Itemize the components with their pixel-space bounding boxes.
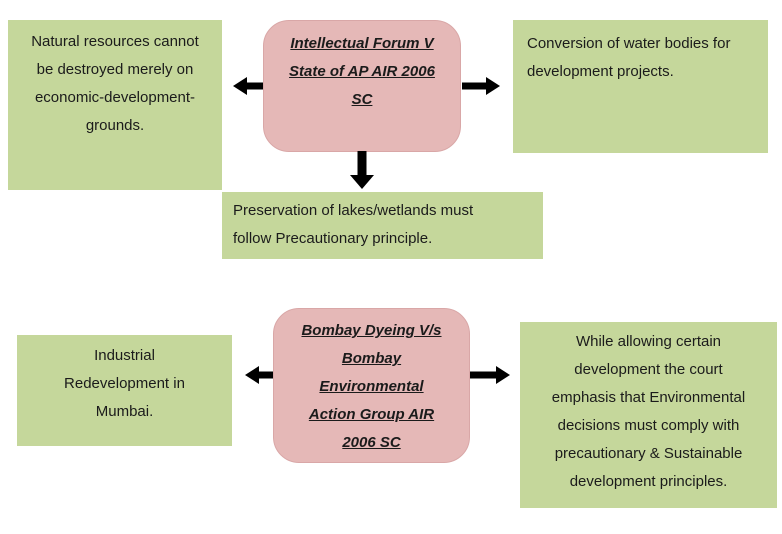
arrow-right-icon <box>462 75 500 97</box>
arrow-down-icon <box>348 151 376 189</box>
effect-box-industrial-redevelopment: Industrial Redevelopment in Mumbai. <box>17 335 232 446</box>
arrow-left-icon <box>245 364 274 386</box>
arrow-left-icon <box>233 75 263 97</box>
case-box-bombay-dyeing: Bombay Dyeing V/s Bombay Environmental A… <box>273 308 470 463</box>
effect-box-natural-resources: Natural resources cannot be destroyed me… <box>8 20 222 190</box>
arrow-right-icon <box>470 364 510 386</box>
case-box-intellectual-forum: Intellectual Forum V State of AP AIR 200… <box>263 20 461 152</box>
effect-box-water-bodies: Conversion of water bodies for developme… <box>513 20 768 153</box>
effect-box-preservation-lakes: Preservation of lakes/wetlands must foll… <box>222 192 543 259</box>
effect-box-environmental-decisions: While allowing certain development the c… <box>520 322 777 508</box>
